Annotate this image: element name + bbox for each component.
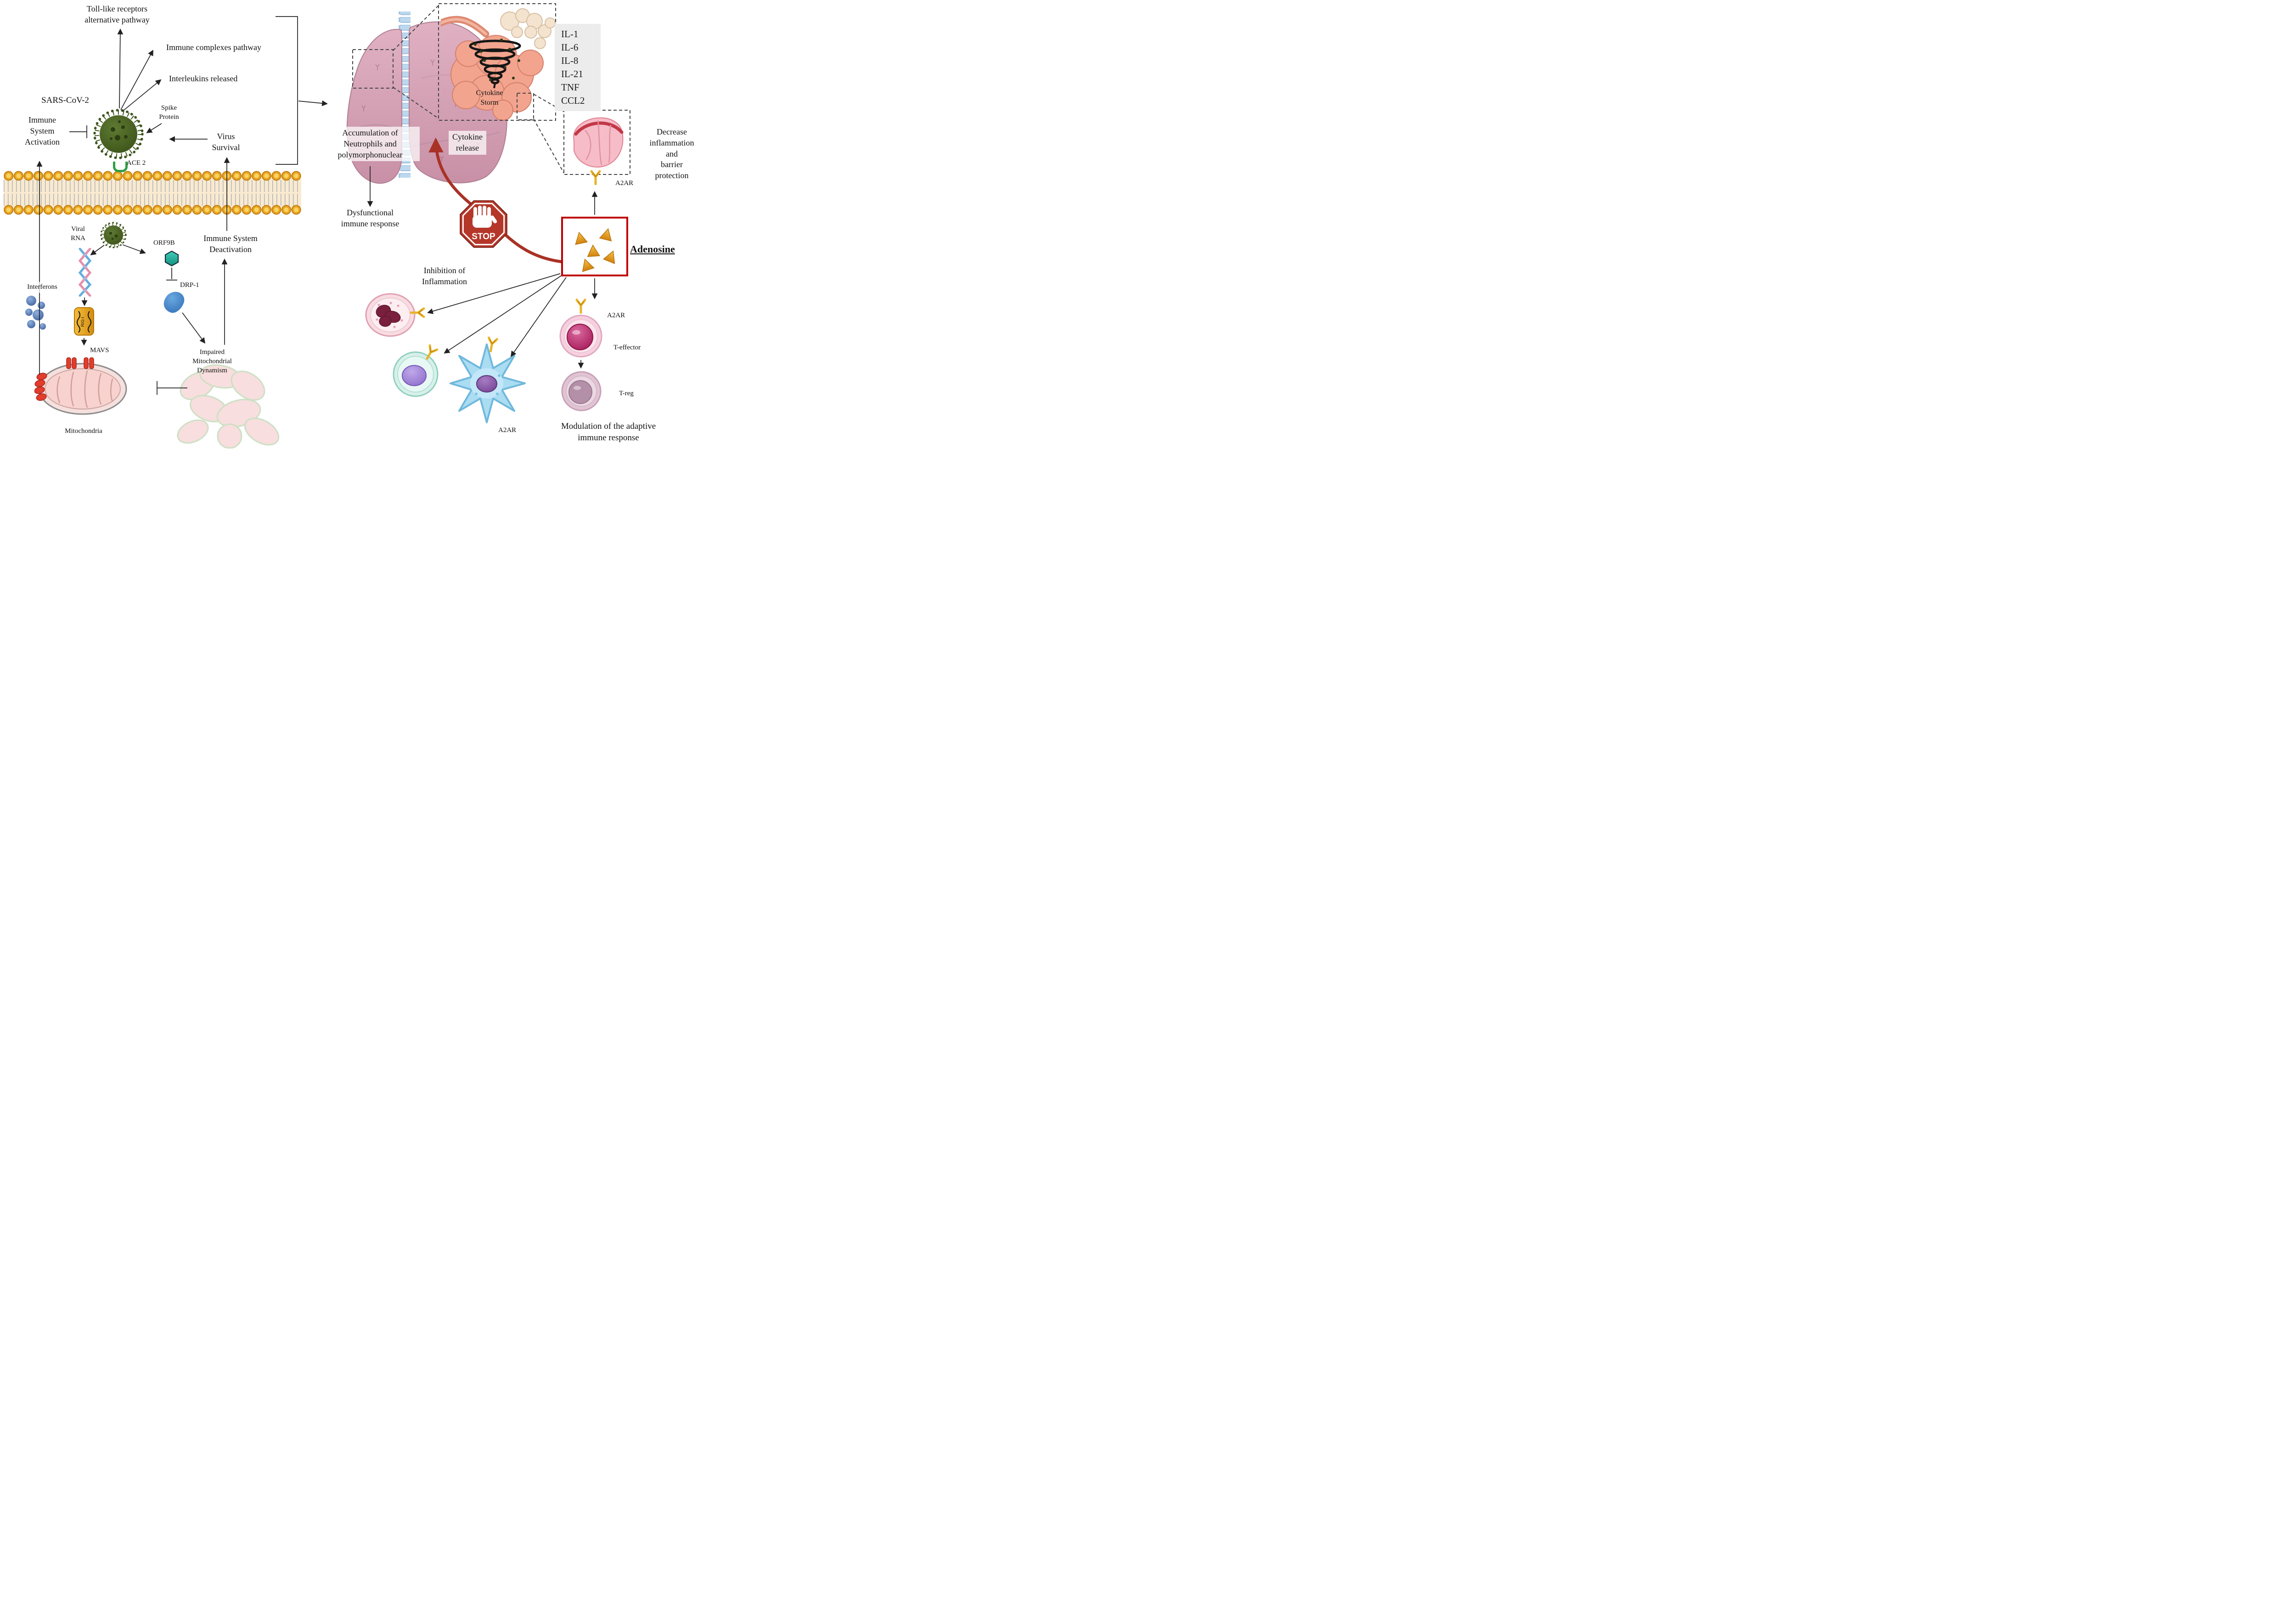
label-immune-complexes: Immune complexes pathway [166,43,261,52]
membrane-proteins-red [34,357,94,401]
label-viral-rna: Viral RNA [71,225,85,242]
adenosine-box [561,217,628,276]
label-immune-activation: Immune System Activation [25,115,60,146]
cytokine-item: TNF [561,81,580,93]
internalized-virus-illustration [100,222,127,248]
arrow-virus-to-immune-complexes [120,50,153,110]
label-cytokine-storm: Cytokine Storm [476,89,503,107]
cytokine-list: IL-1 IL-6 IL-8 IL-21 TNF CCL2 [555,24,601,111]
ace2-receptor-icon [113,162,128,172]
lipid-tails-bottom [4,194,301,206]
lobed-nucleus [376,304,401,327]
dendritic-cell-illustration [450,343,526,423]
a2ar-receptor-icon [426,344,439,360]
diagram-canvas: RIG-I [0,0,710,449]
label-drp1: DRP-1 [180,281,199,289]
neutrophil-cell-illustration [365,293,416,337]
rig-i-illustration: RIG-I [74,307,94,336]
lipid-heads-bottom [4,205,301,215]
dashed-connector-4 [533,118,564,174]
interferons-illustration [25,296,46,330]
label-interleukins: Interleukins released [169,74,238,83]
stop-sign-illustration: STOP [460,200,507,248]
label-sars-cov2: SARS-CoV-2 [41,95,89,105]
label-cytokine-release: Cytokine release [449,131,486,155]
arrow-spike-label [146,123,162,134]
cytokine-item: IL-6 [561,41,579,53]
label-decrease-inflammation: Decrease inflammation and barrier protec… [649,127,694,180]
bracket [276,16,298,165]
label-accumulation: Accumulation of Neutrophils and polymorp… [321,127,420,162]
a2ar-receptor-icon [590,170,601,185]
lipid-tails-top [4,180,301,192]
label-t-effector: T-effector [613,344,641,351]
t-effector-cell-illustration [559,314,602,358]
viral-rna-helix-illustration [78,248,92,297]
label-inhibition: Inhibition of Inflammation [422,266,467,286]
label-spike-protein: Spike Protein [159,104,179,121]
stop-text: STOP [472,232,495,241]
label-virus-survival: Virus Survival [212,132,240,152]
label-tlr-pathway: Toll-like receptors alternative pathway [84,4,150,24]
label-interferons: Interferons [23,282,61,293]
drp1-illustration [163,292,185,313]
label-a2ar-tissue: A2AR [615,180,634,187]
label-immune-deactivation: Immune System Deactivation [203,234,258,254]
hand-icon [473,206,497,228]
tissue-barrier-illustration [573,117,624,168]
a2ar-receptor-icon [575,298,586,314]
label-impaired-dynamism: Impaired Mitochondrial Dynamism [192,348,232,374]
adenosine-triangles [575,228,615,272]
cristae [56,370,113,408]
cell-membrane-illustration [4,171,301,215]
mitochondrial-network-illustration [177,364,280,449]
a2ar-receptor-icon [410,307,425,318]
label-dysfunctional: Dysfunctional immune response [341,208,400,228]
label-adenosine: Adenosine [630,243,675,255]
label-ace2: ACE 2 [127,159,146,167]
label-t-reg: T-reg [619,390,634,397]
label-modulation: Modulation of the adaptive immune respon… [561,421,656,443]
t-reg-cell-illustration [561,371,602,411]
lipid-heads-top [4,171,301,181]
label-mavs: MAVS [90,347,109,354]
sars-cov2-virus-illustration [93,109,144,159]
label-mitochondria: Mitochondria [65,427,102,435]
rig-i-label: RIG-I [80,317,85,327]
cytokine-item: IL-1 [561,28,579,39]
cytokine-item: IL-8 [561,55,579,66]
a2ar-receptor-icon [488,337,498,353]
orf9b-icon [165,250,179,267]
red-connector-adenosine-stop [502,232,563,264]
label-a2ar-dendritic: A2AR [498,427,517,434]
label-a2ar-teff: A2AR [607,312,625,319]
label-orf9b: ORF9B [153,239,175,247]
cytokine-item: IL-21 [561,68,583,79]
mitochondria-illustration [34,357,127,415]
cytokine-item: CCL2 [561,95,585,106]
macrophage-cell-illustration [393,351,439,397]
arrow-drp1-to-impaired [182,312,206,344]
arrow-virus-to-tlr [117,28,124,109]
